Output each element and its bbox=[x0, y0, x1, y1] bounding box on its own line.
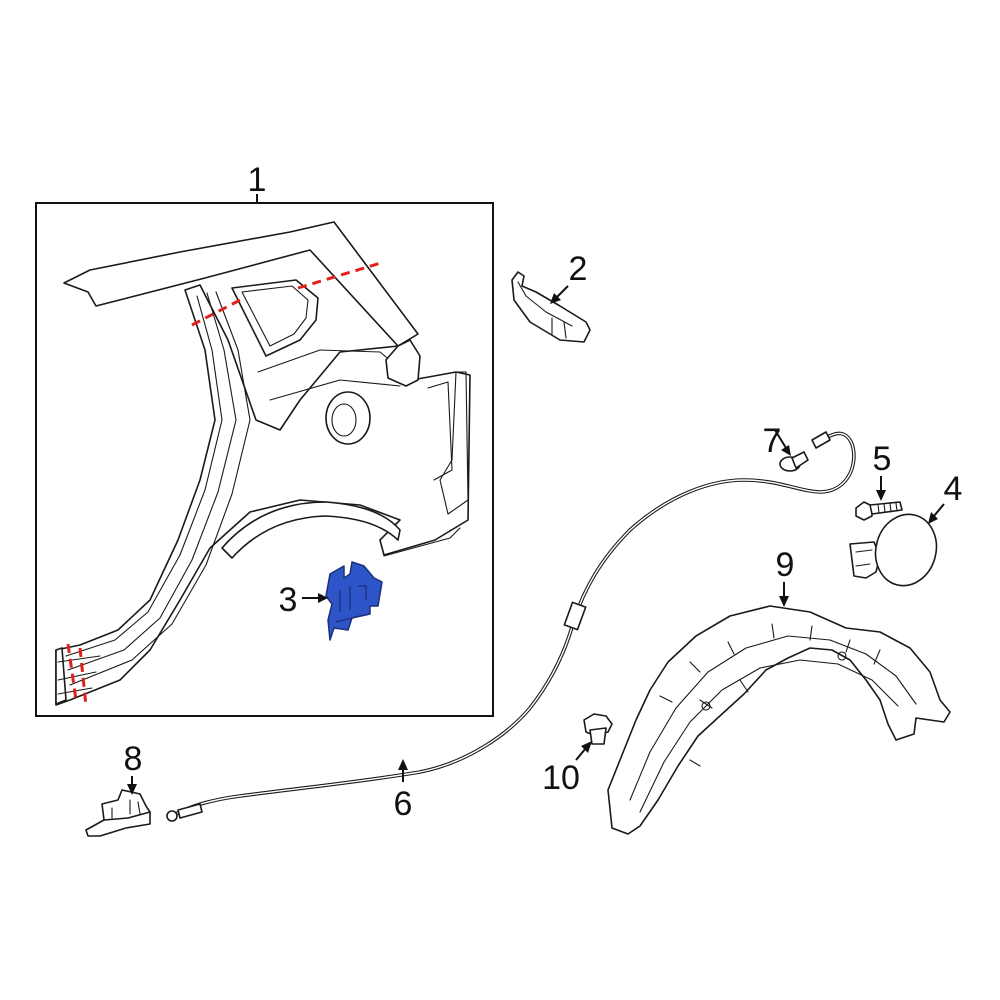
quarter-panel-drawing bbox=[55, 221, 471, 706]
part-10-barrel bbox=[589, 727, 607, 745]
part-4-fuel-door bbox=[849, 503, 945, 587]
quarter-panel-roof-rail bbox=[63, 221, 419, 347]
part-2-arrowhead bbox=[550, 293, 561, 304]
quarter-panel-window-inner bbox=[241, 285, 309, 347]
quarter-panel-window bbox=[231, 279, 319, 357]
part-9-outer bbox=[607, 605, 951, 835]
cut-line-pillar bbox=[191, 296, 245, 327]
part-4-hinge bbox=[849, 541, 881, 579]
part-3-arrowhead bbox=[318, 593, 328, 603]
part-6-sleeve bbox=[563, 601, 587, 631]
part-6-end-fitting bbox=[811, 431, 831, 449]
part-10-push-nut bbox=[575, 713, 613, 761]
part-4-arrowhead bbox=[928, 512, 938, 524]
part-9-hole-a bbox=[701, 701, 711, 711]
quarter-panel-fuel-opening-inner bbox=[331, 403, 357, 437]
callout-5: 5 bbox=[873, 440, 892, 478]
part-8-arrowhead bbox=[127, 784, 137, 795]
part-7-shank bbox=[791, 451, 809, 469]
part-6-end-sheath bbox=[177, 803, 203, 819]
cut-line-rocker-b bbox=[78, 647, 88, 707]
cut-line-rocker-a bbox=[66, 643, 78, 701]
part-10-arrowhead bbox=[581, 741, 592, 753]
part-2-bracket bbox=[511, 271, 591, 343]
part-5-bolt bbox=[855, 476, 903, 521]
part-2-detail bbox=[517, 281, 573, 339]
quarter-panel-arch-flange bbox=[379, 527, 461, 557]
part-2-body bbox=[511, 271, 591, 343]
part-9-fender-liner bbox=[607, 582, 951, 835]
part-5-shank bbox=[869, 501, 903, 515]
part-8-body bbox=[101, 789, 151, 821]
quarter-panel-jamb-line-c bbox=[69, 291, 251, 686]
part-9-inner-rib-2 bbox=[639, 659, 899, 813]
quarter-panel-fuel-opening bbox=[325, 391, 371, 445]
part-4-leader bbox=[933, 503, 945, 517]
part-3-body bbox=[325, 561, 383, 641]
quarter-panel-belt-line-2 bbox=[269, 379, 401, 401]
callout-1: 1 bbox=[248, 161, 267, 199]
callout-labels: 1 2 3 4 5 6 7 8 9 10 bbox=[124, 161, 963, 823]
callout-4: 4 bbox=[944, 470, 963, 508]
part-6-arrowhead bbox=[398, 759, 408, 770]
part-6-cable-core bbox=[171, 432, 855, 817]
part-5-thread bbox=[877, 502, 898, 514]
part-3-reinforcement bbox=[302, 561, 383, 641]
part-1-frame bbox=[35, 202, 494, 717]
part-1-quarter-panel-group bbox=[35, 194, 494, 717]
callout-8: 8 bbox=[124, 740, 143, 778]
callout-9: 9 bbox=[776, 546, 795, 584]
part-9-arrowhead bbox=[779, 596, 789, 607]
callout-2: 2 bbox=[569, 250, 588, 288]
part-8-detail bbox=[111, 799, 141, 819]
part-6-release-cable bbox=[166, 431, 856, 822]
part-2-leader bbox=[555, 285, 569, 299]
part-5-arrowhead bbox=[876, 490, 886, 501]
quarter-panel-jamb-line-b bbox=[67, 292, 237, 671]
part-9-inner-rib bbox=[629, 635, 917, 801]
part-7-grommet bbox=[774, 429, 809, 472]
quarter-panel-lamp-pocket bbox=[385, 339, 421, 387]
part-4-door bbox=[874, 513, 938, 587]
part-7-arrowhead bbox=[781, 445, 791, 456]
part-6-end-ball bbox=[166, 810, 178, 822]
cut-lines bbox=[66, 260, 385, 707]
part-9-hole-b bbox=[837, 651, 847, 661]
callout-3: 3 bbox=[279, 581, 298, 619]
callout-10: 10 bbox=[542, 759, 580, 797]
callout-6: 6 bbox=[394, 785, 413, 823]
part-10-leader bbox=[575, 747, 587, 761]
part-7-leader bbox=[774, 429, 787, 449]
callout-7: 7 bbox=[763, 422, 782, 460]
part-4-hinge-detail bbox=[855, 549, 873, 567]
quarter-panel-wheel-arch bbox=[221, 501, 401, 559]
quarter-panel-rear-flange-2 bbox=[427, 381, 453, 481]
part-8-cable-clip bbox=[85, 776, 151, 837]
part-9-detail bbox=[659, 623, 881, 767]
part-5-head bbox=[855, 501, 873, 521]
quarter-panel-jamb-line-a bbox=[65, 295, 223, 657]
part-3-detail bbox=[335, 585, 367, 623]
